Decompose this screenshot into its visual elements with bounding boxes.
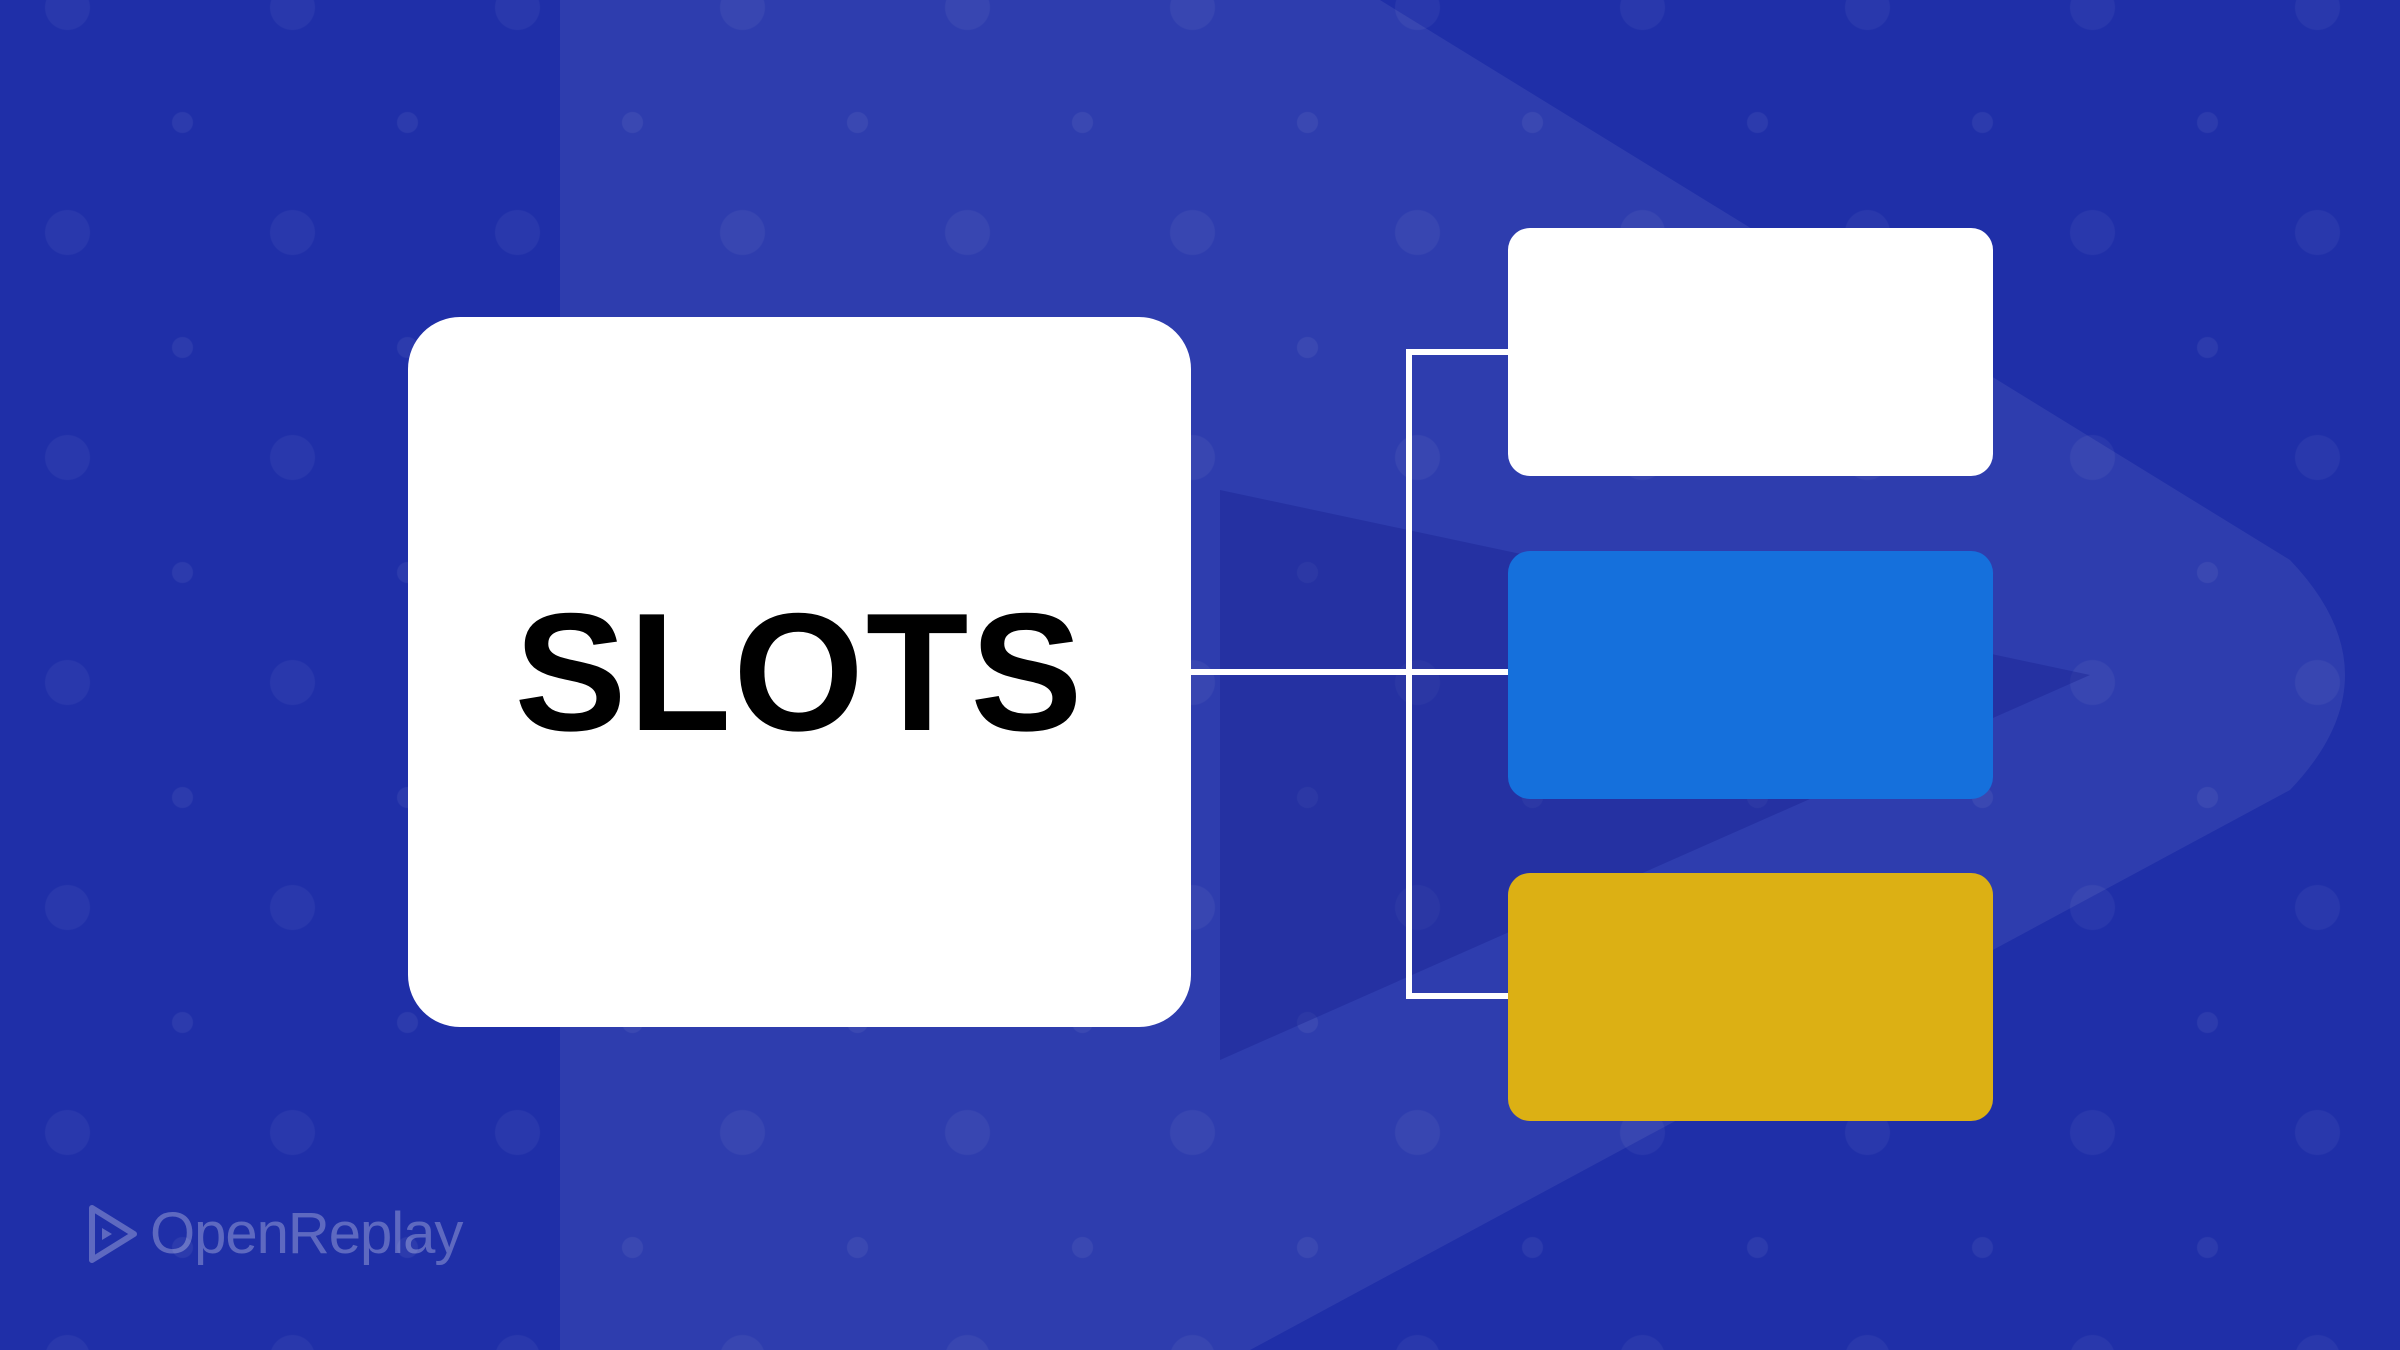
slot-box-yellow [1508,873,1993,1121]
play-triangle-icon [89,1204,137,1263]
parent-component-box: SLOTS [408,317,1191,1027]
slot-box-white [1508,228,1993,476]
openreplay-logo: OpenReplay [84,1200,463,1267]
parent-component-label: SLOTS [514,577,1085,766]
slot-box-blue [1508,551,1993,799]
logo-text: OpenReplay [150,1201,463,1266]
